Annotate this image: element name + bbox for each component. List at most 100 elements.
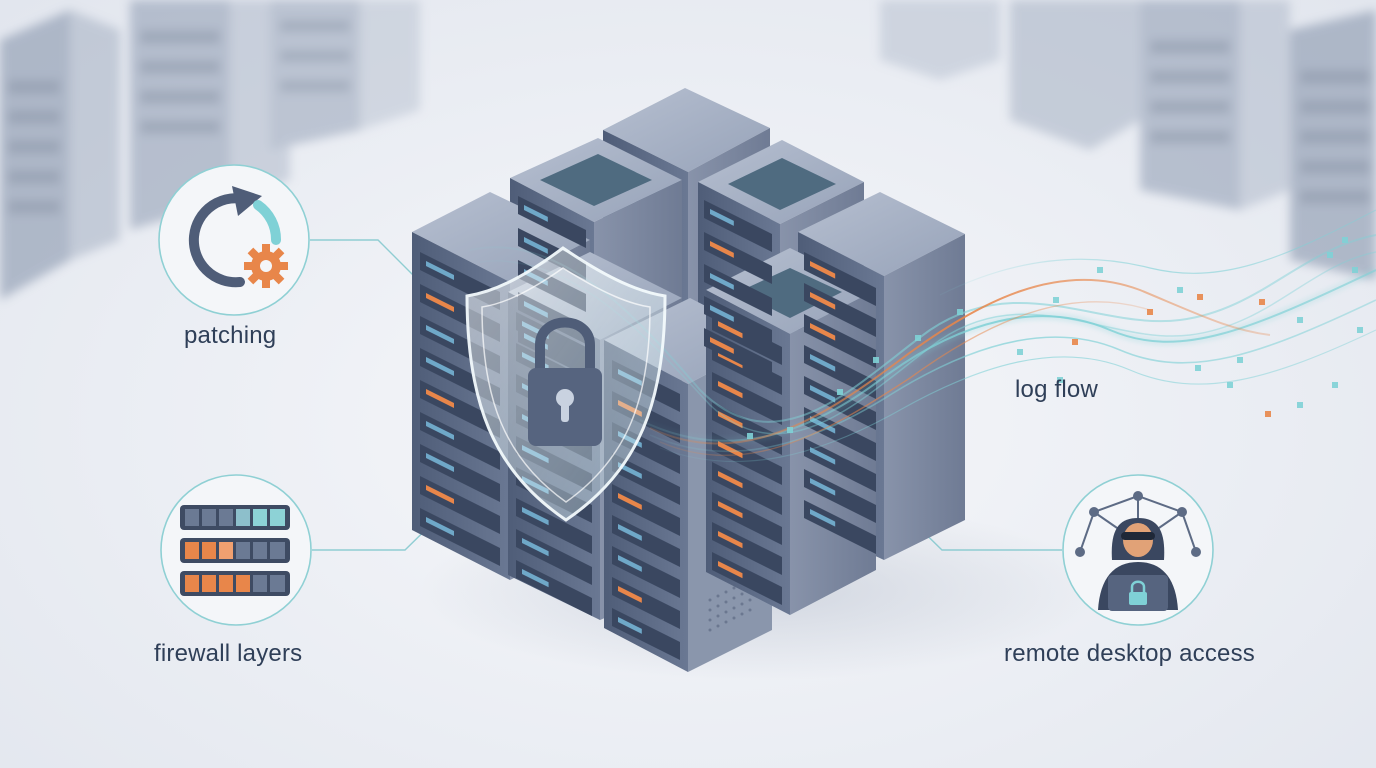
log-particle (1177, 287, 1183, 293)
drive-bay-led (810, 447, 836, 465)
drive-bay (420, 380, 500, 438)
bg-rack-right-2 (1140, 0, 1290, 210)
drive-bay (516, 560, 592, 616)
log-particle (1237, 357, 1243, 363)
drive-bay (518, 196, 586, 248)
drive-bay (804, 252, 876, 306)
drive-bay-led (718, 501, 743, 519)
log-particle (837, 389, 843, 395)
log-particle (1357, 327, 1363, 333)
bg-rack-right-3 (1290, 10, 1376, 280)
drive-bay-led (718, 561, 743, 579)
drive-bay-led (426, 485, 454, 504)
drive-bay-led (810, 385, 836, 403)
drive-bay (420, 508, 500, 566)
drive-bay-led (618, 617, 642, 634)
drive-bay-led (618, 493, 642, 510)
drive-bay (516, 498, 592, 554)
hooded-hacker-laptop-icon (1075, 491, 1201, 611)
drive-bay-led (718, 321, 743, 339)
firewall-layers-label: firewall layers (154, 640, 303, 667)
drive-bay (612, 453, 680, 505)
drive-bay (420, 476, 500, 534)
drive-bay-led (426, 389, 454, 408)
log-particle (1195, 365, 1201, 371)
firewall-blocks-icon (180, 505, 290, 596)
log-particle (1342, 237, 1348, 243)
drive-bay-led (718, 531, 743, 549)
drive-bay (420, 444, 500, 502)
drive-bay (704, 264, 772, 316)
bg-rack-left-3 (270, 0, 420, 150)
drive-bay (612, 608, 680, 660)
log-particle (1332, 382, 1338, 388)
drive-bay-led (426, 325, 454, 344)
drive-bay-led (522, 569, 549, 588)
drive-bay (804, 283, 876, 337)
drive-bay (804, 469, 876, 523)
log-particle (1297, 402, 1303, 408)
shield-padlock-icon (465, 246, 667, 522)
drive-bay (712, 372, 782, 425)
drive-bay-led (810, 292, 836, 310)
log-particle (1057, 377, 1063, 383)
drive-bay-led (618, 555, 642, 572)
drive-bay-led (426, 517, 454, 536)
log-particle (915, 335, 921, 341)
drive-bay-led (718, 471, 743, 489)
firewall-layers-node (160, 474, 312, 626)
log-particle (747, 433, 753, 439)
drive-bay-led (810, 354, 836, 372)
drive-bay-led (426, 357, 454, 376)
log-particle (1327, 252, 1333, 258)
drive-bay-led (618, 462, 642, 479)
drive-bay-led (718, 381, 743, 399)
drive-bay-led (522, 507, 549, 526)
drive-bay-led (618, 524, 642, 541)
drive-bay-led (810, 509, 836, 527)
refresh-gear-icon (188, 186, 288, 288)
drive-bay (804, 438, 876, 492)
drive-bay-led (524, 237, 548, 254)
drive-bay (612, 546, 680, 598)
drive-bays (420, 196, 876, 660)
log-particle (1259, 299, 1265, 305)
log-particle (873, 357, 879, 363)
drive-bay-led (710, 209, 734, 226)
log-particle (1053, 297, 1059, 303)
log-particle (1197, 294, 1203, 300)
drive-bay (612, 515, 680, 567)
drive-bay-led (710, 305, 734, 322)
log-particle (1265, 411, 1271, 417)
drive-bay-led (426, 261, 454, 280)
drive-bay (712, 462, 782, 515)
drive-bay (704, 232, 772, 284)
log-particle (787, 427, 793, 433)
patching-label: patching (184, 322, 277, 349)
drive-bay (612, 577, 680, 629)
drive-bay (712, 432, 782, 485)
log-particle (957, 309, 963, 315)
drive-bay-led (710, 241, 734, 258)
background-racks (0, 0, 1376, 300)
log-particle (1227, 382, 1233, 388)
log-flow-particles (747, 237, 1363, 439)
drive-bay (712, 492, 782, 545)
drive-bay-led (524, 205, 548, 222)
drive-bay-led (710, 273, 734, 290)
log-particle (1017, 349, 1023, 355)
bg-rack-left-1 (0, 10, 120, 300)
drive-bay (712, 522, 782, 575)
drive-bay (704, 200, 772, 252)
log-particle (1097, 267, 1103, 273)
log-particle (1297, 317, 1303, 323)
log-particle (1147, 309, 1153, 315)
log-flow-label: log flow (1015, 376, 1098, 403)
drive-bay-led (426, 421, 454, 440)
drive-bay (612, 484, 680, 536)
drive-bay-led (810, 478, 836, 496)
drive-bay (712, 552, 782, 605)
drive-bay (516, 529, 592, 585)
